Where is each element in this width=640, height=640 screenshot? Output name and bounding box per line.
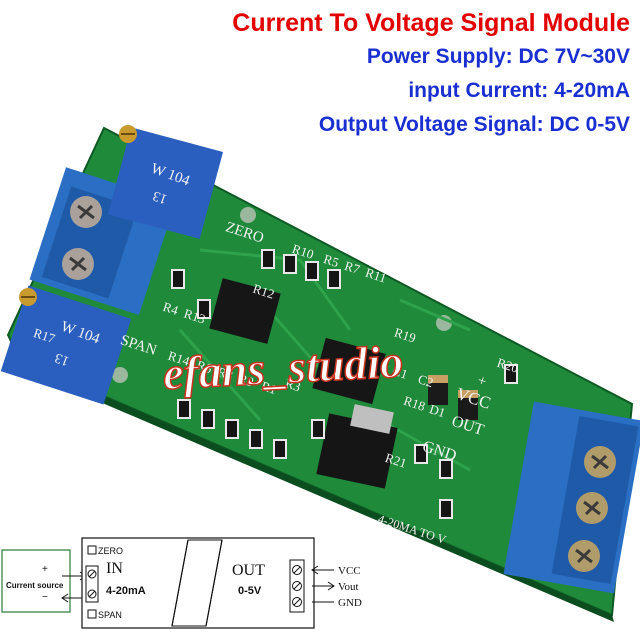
- power-supply-spec: Power Supply: DC 7V~30V: [366, 45, 630, 68]
- pot-span-num: 13: [53, 349, 71, 368]
- diagram-zero: ZERO: [98, 546, 123, 556]
- input-current-spec: input Current: 4-20mA: [408, 79, 630, 102]
- label-c2: C2: [416, 371, 435, 390]
- label-r8: R8: [216, 364, 235, 383]
- product-title: Current To Voltage Signal Module: [232, 9, 630, 37]
- diagram-out-range: 0-5V: [238, 585, 262, 597]
- vcc-arrow-icon: [311, 565, 334, 575]
- label-r19: R19: [392, 325, 417, 346]
- vout-arrow-icon: [312, 581, 335, 591]
- label-r3: R3: [283, 375, 302, 394]
- label-r13: R13: [182, 306, 207, 327]
- diagram-vcc: VCC: [338, 565, 361, 577]
- label-r17: R17: [32, 325, 58, 346]
- zero-potentiometer: W 104 13: [107, 125, 224, 239]
- label-r7: R7: [343, 258, 363, 277]
- voltage-regulator: [316, 404, 398, 489]
- smd-resistors: [171, 249, 518, 519]
- label-r12: R12: [251, 281, 276, 302]
- wiring-diagram: Current source + − ZERO SPAN IN 4-20mA O…: [1, 537, 362, 629]
- ic-op-amp-2: [312, 337, 386, 405]
- label-c1: C1: [391, 363, 410, 382]
- ic-op-amp-1: [209, 278, 281, 344]
- diagram-gnd: GND: [338, 597, 362, 609]
- diagram-in-range: 4-20mA: [106, 585, 146, 597]
- label-r1: R1: [259, 378, 278, 397]
- diagram-in: IN: [106, 560, 123, 577]
- label-r6: R6: [195, 357, 215, 376]
- pcb-trace: [178, 248, 471, 472]
- label-r14: R14: [166, 348, 192, 369]
- current-source-box: [1, 549, 71, 613]
- header: Current To Voltage Signal Module Power S…: [232, 6, 630, 142]
- label-r20: R20: [495, 355, 520, 376]
- label-r11: R11: [364, 265, 389, 286]
- pot-zero-num: 13: [151, 187, 169, 206]
- label-r5: R5: [322, 251, 341, 270]
- source-minus: −: [42, 592, 48, 603]
- diagram-vout: Vout: [338, 581, 359, 593]
- label-r18: R18: [402, 393, 427, 414]
- diagram-span: SPAN: [98, 610, 122, 620]
- diagram-out: OUT: [232, 562, 265, 579]
- label-r21: R21: [383, 450, 408, 471]
- output-voltage-spec: Output Voltage Signal: DC 0-5V: [318, 113, 630, 136]
- span-potentiometer: W 104 13: [0, 285, 132, 405]
- span-pot-icon: [87, 609, 97, 619]
- output-terminal-block: [503, 401, 640, 594]
- label-r10: R10: [290, 241, 315, 262]
- mounting-hole: [112, 367, 128, 383]
- tantalum-capacitors: [428, 375, 478, 420]
- mounting-hole: [240, 207, 256, 223]
- label-d1: D1: [428, 401, 448, 420]
- pcb-edge: [16, 360, 614, 622]
- watermark: efans_studio: [162, 336, 405, 400]
- current-source-label: Current source: [6, 581, 64, 590]
- label-r9: R9: [237, 371, 256, 390]
- label-r4: R4: [161, 299, 181, 318]
- zero-pot-icon: [87, 545, 97, 555]
- source-plus: +: [42, 564, 48, 575]
